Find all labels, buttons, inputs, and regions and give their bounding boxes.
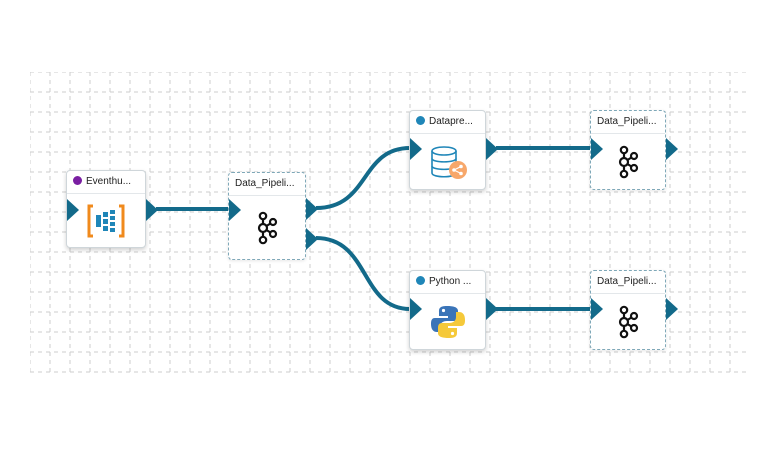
kafka-icon	[591, 135, 665, 189]
status-dot	[73, 176, 82, 185]
edge-pipeline-to-python[interactable]	[315, 236, 411, 311]
python-icon	[410, 295, 485, 349]
node-header: Data_Pipeli...	[229, 173, 305, 196]
input-port[interactable]	[410, 298, 422, 320]
node-header: Python ...	[410, 271, 485, 294]
node-label: Datapre...	[429, 116, 473, 127]
node-label: Data_Pipeli...	[235, 178, 295, 189]
node-label: Python ...	[429, 276, 472, 287]
output-port[interactable]	[666, 138, 678, 160]
output-port-bottom[interactable]	[306, 228, 318, 250]
kafka-icon	[229, 197, 305, 259]
input-port[interactable]	[591, 298, 603, 320]
input-port[interactable]	[229, 199, 241, 221]
input-port[interactable]	[591, 138, 603, 160]
node-header: Data_Pipeli...	[591, 271, 665, 294]
node-label: Data_Pipeli...	[597, 116, 657, 127]
node-label: Data_Pipeli...	[597, 276, 657, 287]
kafka-icon	[591, 295, 665, 349]
node-data-pipeline-2[interactable]: Data_Pipeli...	[590, 110, 678, 190]
output-port[interactable]	[146, 199, 158, 221]
output-port[interactable]	[486, 298, 498, 320]
node-eventhub[interactable]: Eventhu...	[66, 170, 158, 248]
output-port[interactable]	[666, 298, 678, 320]
input-port[interactable]	[67, 199, 79, 221]
edge-pipeline-to-datapre[interactable]	[315, 146, 411, 210]
node-header: Datapre...	[410, 111, 485, 134]
node-label: Eventhu...	[86, 176, 132, 187]
status-dot	[416, 116, 425, 125]
node-header: Eventhu...	[67, 171, 145, 194]
node-data-pipeline-1[interactable]: Data_Pipeli...	[228, 172, 318, 260]
database-share-icon	[410, 135, 485, 189]
eventhub-icon	[67, 195, 145, 247]
node-data-pipeline-3[interactable]: Data_Pipeli...	[590, 270, 678, 350]
node-header: Data_Pipeli...	[591, 111, 665, 134]
output-port-top[interactable]	[306, 198, 318, 220]
node-python[interactable]: Python ...	[409, 270, 498, 350]
input-port[interactable]	[410, 138, 422, 160]
output-port[interactable]	[486, 138, 498, 160]
node-datapre[interactable]: Datapre...	[409, 110, 498, 190]
status-dot	[416, 276, 425, 285]
